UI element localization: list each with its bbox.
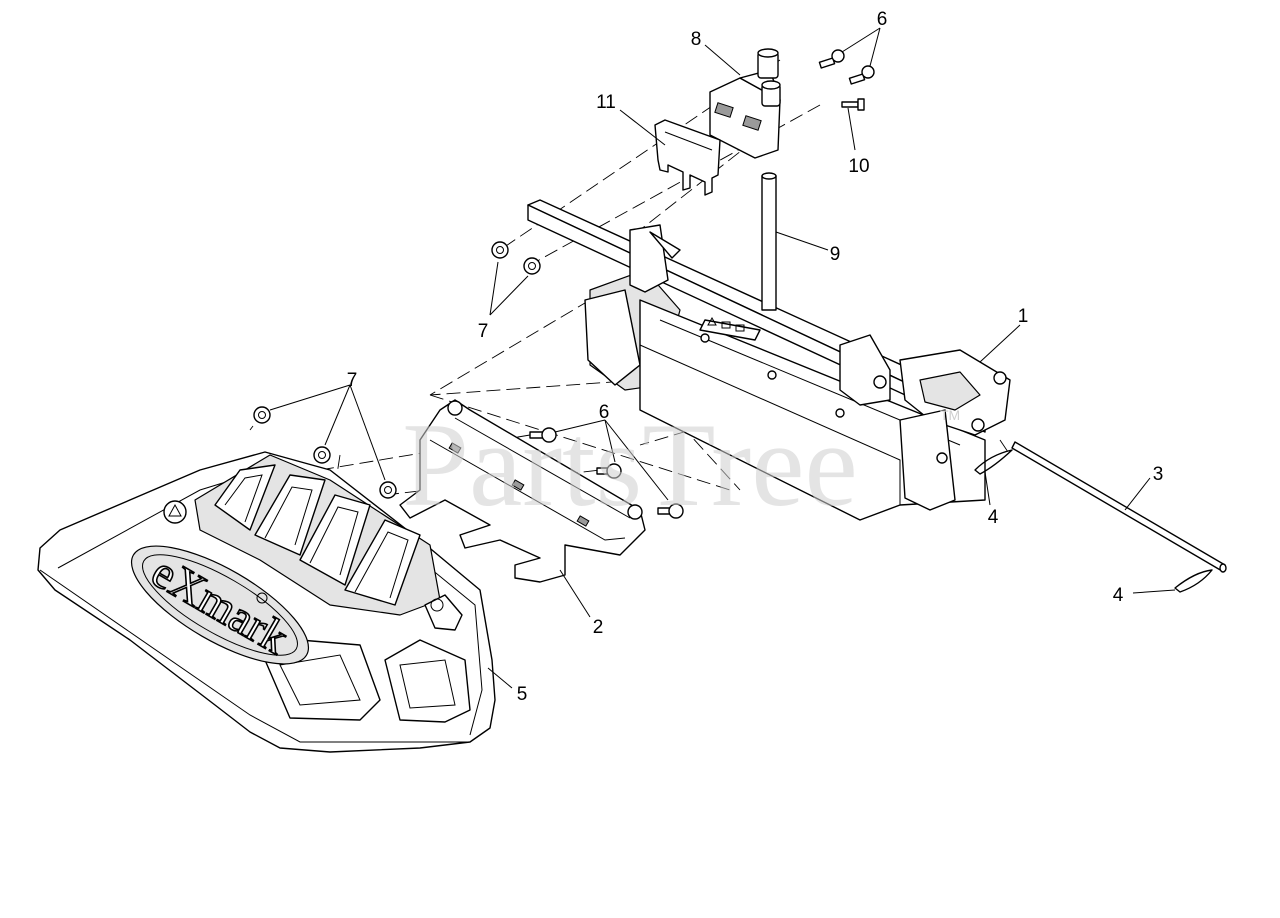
watermark-text: PartsTree (402, 398, 858, 531)
callout-8: 8 (691, 29, 702, 50)
watermark-trademark: TM (940, 407, 960, 423)
part-hairpin-clips (974, 449, 1213, 593)
nut-7-upper-a (491, 241, 509, 259)
bolt-6-upper-a (818, 49, 845, 69)
nut-7-lower-b (313, 446, 331, 464)
bolt-6-lower-c (657, 503, 684, 519)
callouts: 1 2 3 4 4 5 6 6 7 7 8 9 10 11 (347, 9, 1164, 705)
watermark: PartsTree TM (402, 398, 960, 531)
callout-10: 10 (848, 156, 869, 177)
bolt-6-lower-b (596, 463, 622, 479)
callout-7-lower: 7 (347, 370, 358, 391)
callout-7-upper: 7 (478, 321, 489, 342)
part-seat-cover: eXmark (37, 451, 496, 753)
callout-4-upper: 4 (988, 507, 999, 528)
fasteners (253, 49, 875, 519)
nut-7-lower-c (379, 481, 397, 499)
callout-2: 2 (593, 617, 604, 638)
callout-11: 11 (596, 92, 616, 113)
callout-5: 5 (517, 684, 528, 705)
callout-3: 3 (1153, 464, 1164, 485)
bolt-6-upper-b (848, 65, 875, 85)
part-pin (1011, 441, 1227, 573)
part-spacer-plate (654, 119, 721, 196)
bolt-10 (841, 98, 865, 111)
callout-4-lower: 4 (1113, 585, 1124, 606)
part-upper-bracket (709, 48, 781, 159)
leader-lines (269, 27, 1176, 689)
callout-6-lower: 6 (599, 402, 610, 423)
bolt-6-lower-a (529, 427, 557, 443)
part-seat-mount-plate (399, 399, 646, 583)
nut-7-upper-b (523, 257, 541, 275)
callout-6-upper: 6 (877, 9, 888, 30)
callout-9: 9 (830, 244, 841, 265)
callout-1: 1 (1018, 306, 1029, 327)
part-rod (761, 172, 777, 311)
nut-7-lower-a (253, 406, 271, 424)
